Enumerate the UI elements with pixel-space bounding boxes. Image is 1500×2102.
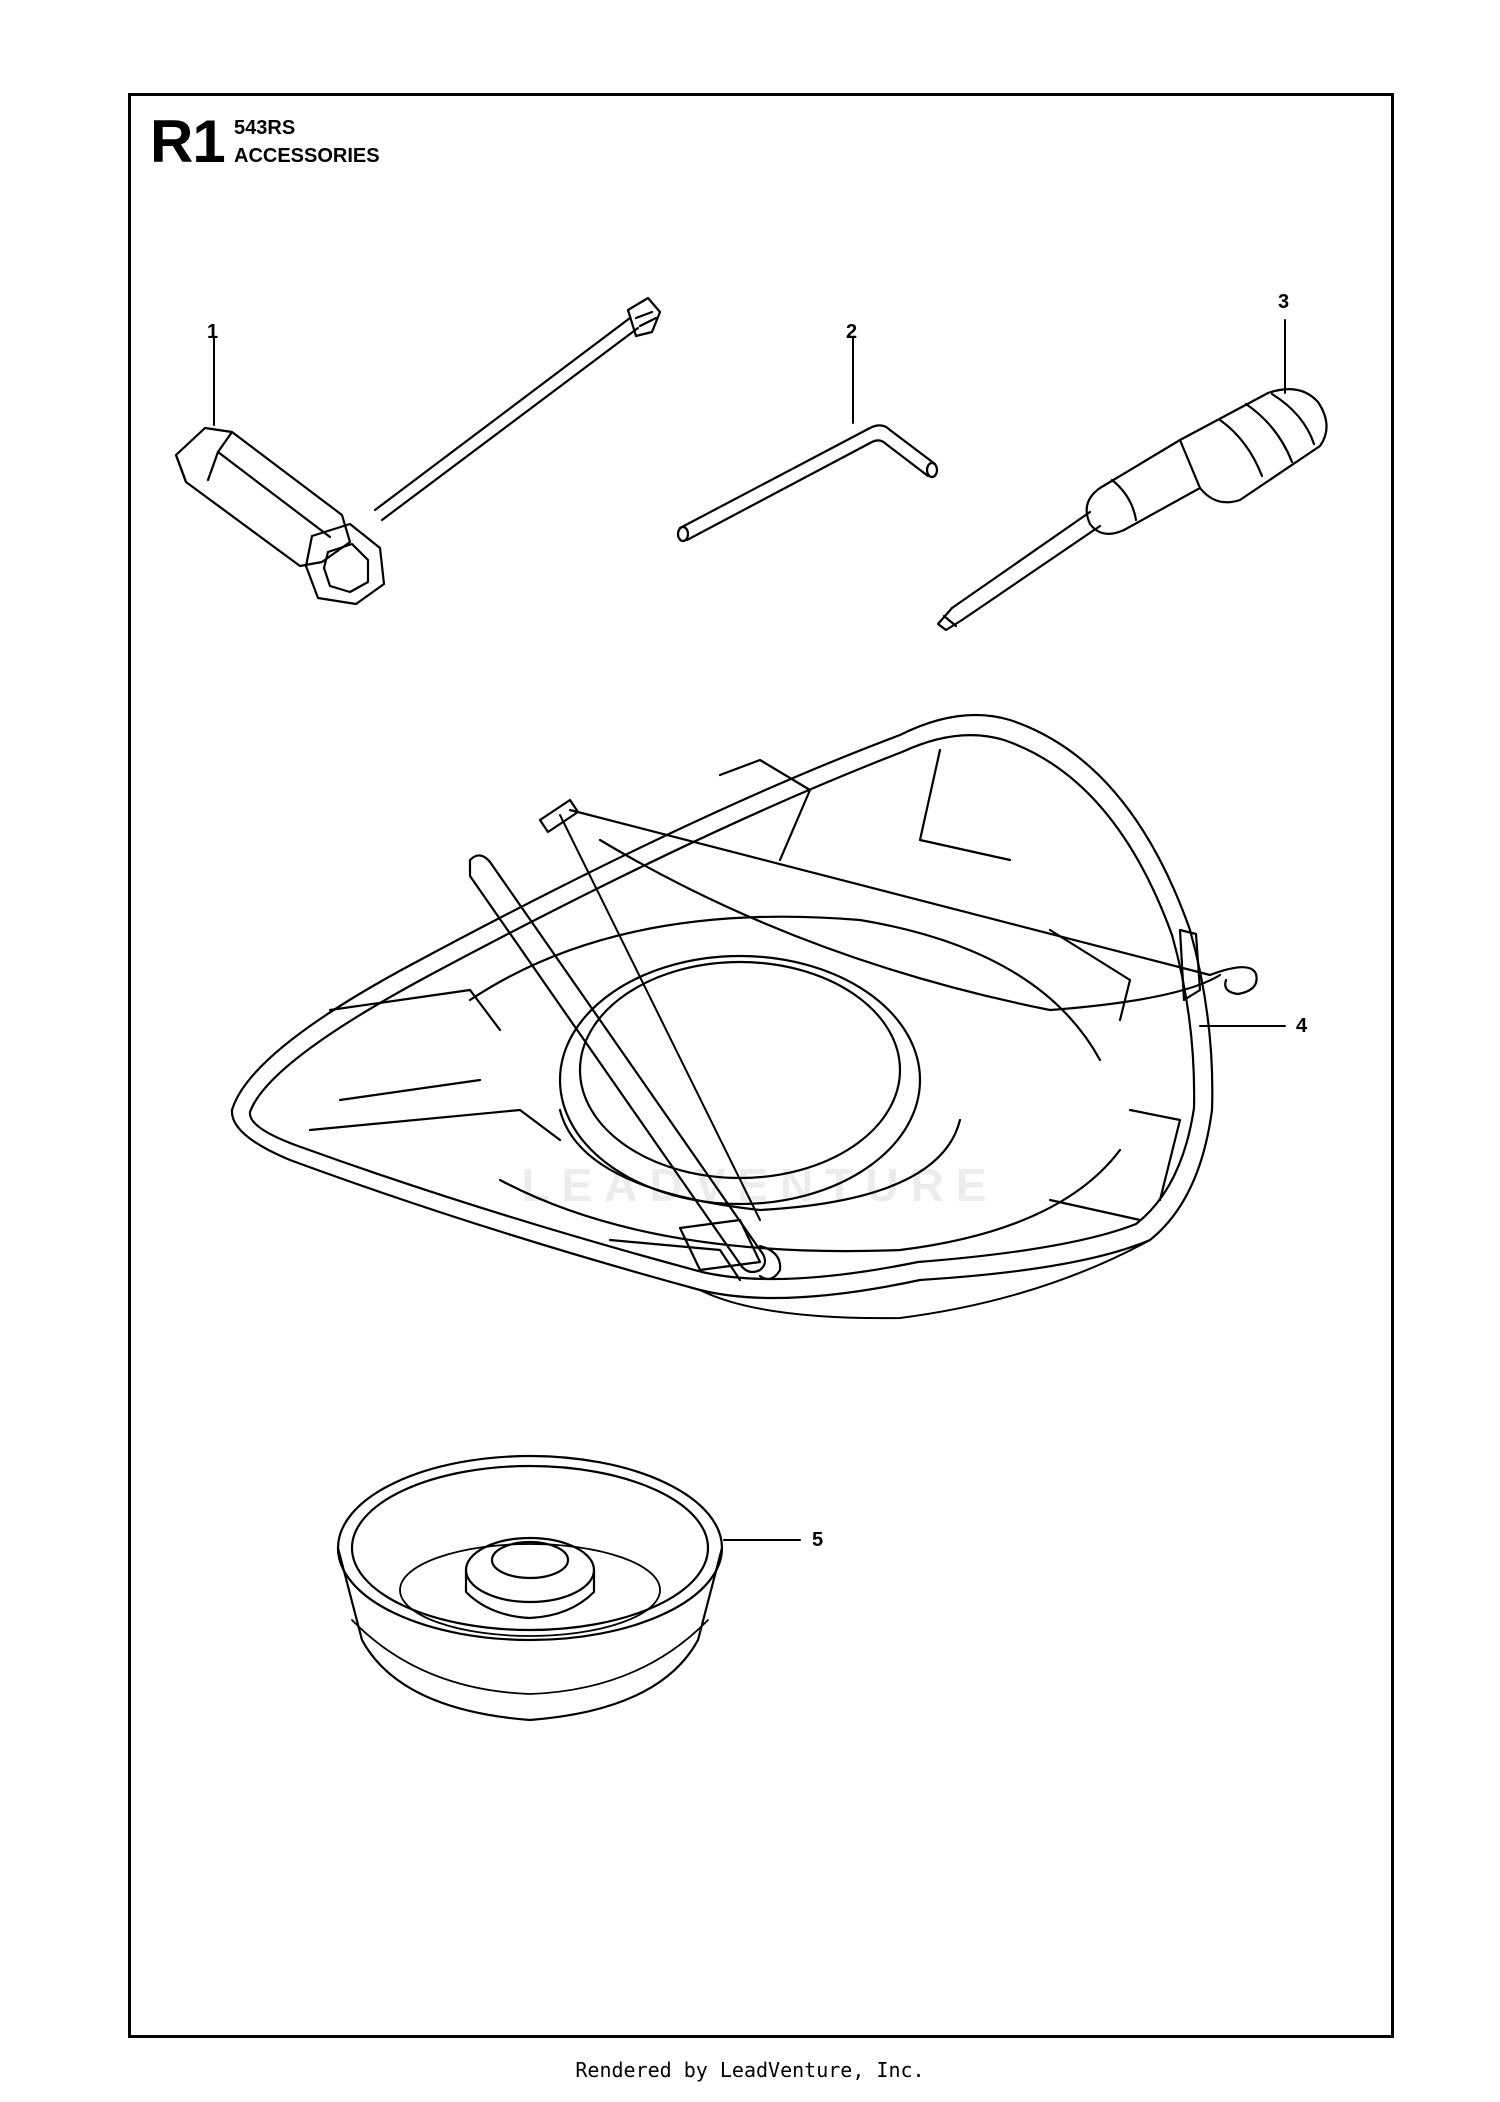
callout-1[interactable]: 1 [207, 321, 219, 343]
watermark: LEADVENTURE [521, 1159, 999, 1211]
support-cup-icon[interactable] [336, 1454, 801, 1722]
diagram-code: R1 [150, 108, 226, 175]
callout-2[interactable]: 2 [846, 321, 858, 343]
allen-key-icon[interactable] [676, 337, 939, 543]
callout-4[interactable]: 4 [1296, 1015, 1308, 1037]
diagram-frame [128, 93, 1394, 2038]
footer-credit: Rendered by LeadVenture, Inc. [575, 2058, 925, 2082]
blade-guard-icon[interactable] [230, 713, 1286, 1320]
diagram-title: ACCESSORIES [234, 145, 380, 167]
screwdriver-icon[interactable] [936, 319, 1328, 632]
callout-3[interactable]: 3 [1278, 291, 1290, 313]
combination-spanner-icon[interactable] [174, 296, 662, 606]
model-number: 543RS [234, 117, 296, 139]
callout-5[interactable]: 5 [812, 1529, 824, 1551]
